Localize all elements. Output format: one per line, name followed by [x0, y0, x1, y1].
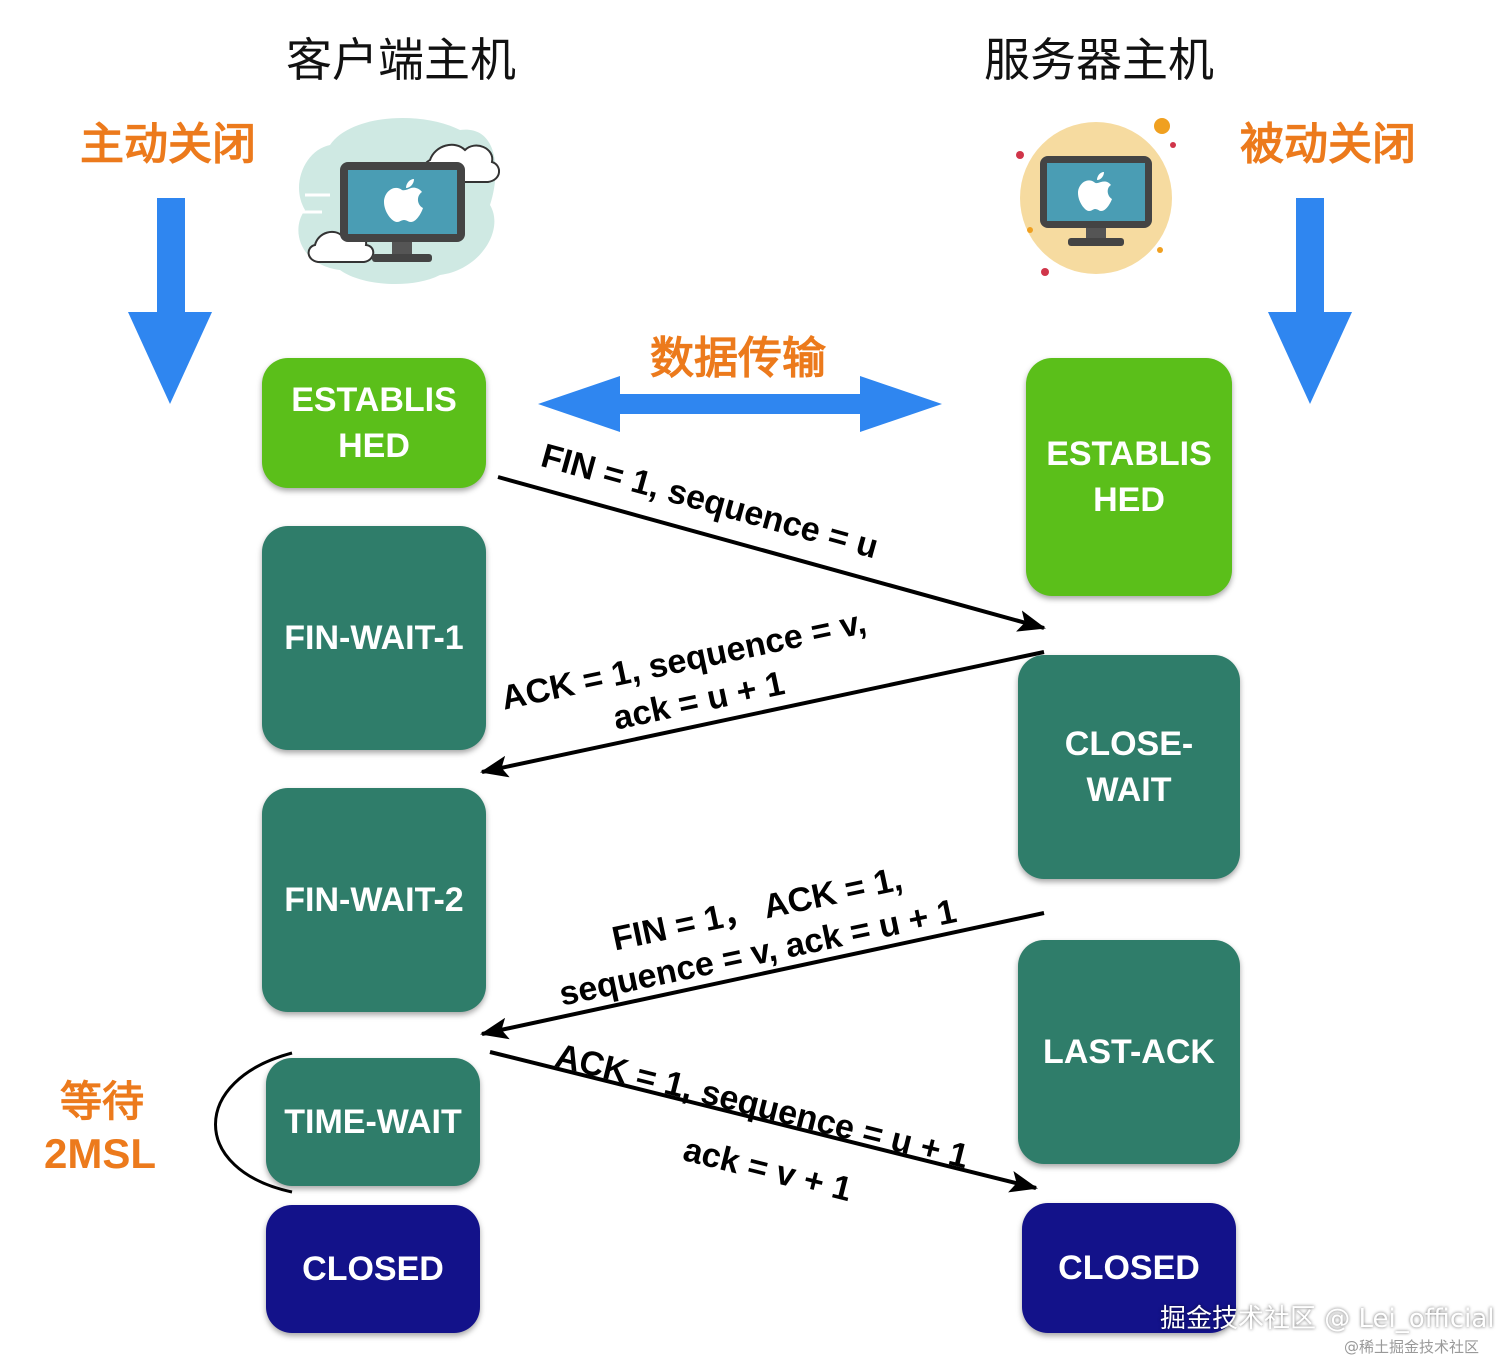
- data-transfer-double-arrow: [538, 376, 942, 432]
- client-computer-icon: [298, 118, 500, 285]
- client-state-time-wait: TIME-WAIT: [266, 1058, 480, 1186]
- msl-label: 2MSL: [44, 1130, 157, 1177]
- server-host-title: 服务器主机: [984, 33, 1214, 87]
- data-transfer-label: 数据传输: [650, 333, 826, 384]
- server-state-close-wait: CLOSE- WAIT: [1018, 655, 1240, 879]
- fin-arrow: [497, 475, 1046, 632]
- wait-label: 等待: [60, 1077, 145, 1126]
- active-close-down-arrow: [128, 198, 212, 404]
- active-close-label: 主动关闭: [80, 119, 256, 170]
- client-state-closed: CLOSED: [266, 1205, 480, 1333]
- watermark: 掘金技术社区 @ Lei_official: [1160, 1304, 1495, 1334]
- watermark-small: @稀土掘金技术社区: [1344, 1338, 1480, 1356]
- fin-ack-arrow: [480, 911, 1045, 1040]
- client-state-fin-wait-1: FIN-WAIT-1: [262, 526, 486, 750]
- client-state-established: ESTABLIS HED: [262, 358, 486, 488]
- final-ack-arrow: [489, 1050, 1038, 1193]
- ack-arrow: [480, 650, 1045, 778]
- wait-2msl-arc: [214, 1051, 293, 1194]
- passive-close-down-arrow: [1268, 198, 1352, 404]
- server-state-closed: CLOSED: [1022, 1203, 1236, 1333]
- server-computer-icon: [1016, 118, 1176, 276]
- server-state-last-ack: LAST-ACK: [1018, 940, 1240, 1164]
- server-state-established: ESTABLIS HED: [1026, 358, 1232, 596]
- client-state-fin-wait-2: FIN-WAIT-2: [262, 788, 486, 1012]
- passive-close-label: 被动关闭: [1240, 119, 1416, 170]
- client-host-title: 客户端主机: [286, 33, 516, 87]
